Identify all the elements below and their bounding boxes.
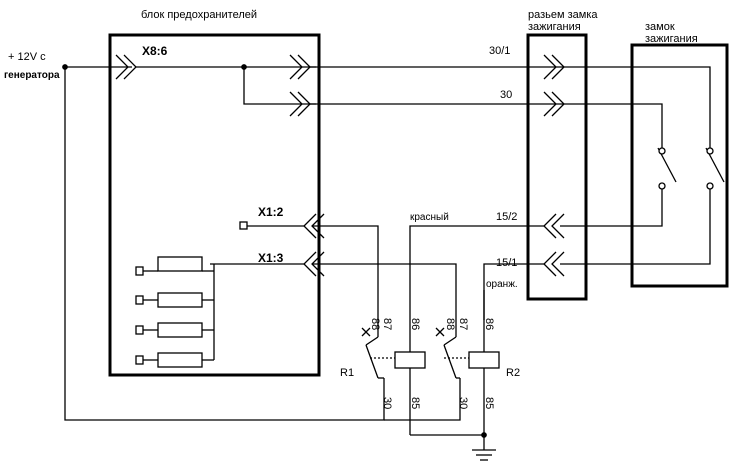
wire-label-30-1: 30/1 bbox=[489, 45, 510, 57]
wire-x1-2-to-r1 bbox=[312, 225, 379, 337]
x8-6-input-chevron bbox=[115, 54, 129, 80]
fuse-block-box bbox=[108, 33, 321, 377]
r2-pin-86: 86 bbox=[483, 318, 495, 330]
relay-r1 bbox=[361, 327, 426, 435]
switch-title-1: замок bbox=[645, 21, 675, 33]
conn-chevron-30-a bbox=[543, 91, 557, 117]
ignition-connector-box bbox=[526, 33, 588, 301]
connector-title-1: разьем замка bbox=[528, 9, 598, 21]
x1-3-label: X1:3 bbox=[258, 251, 284, 265]
fuse-out-chevron-2 bbox=[289, 91, 303, 117]
orange-wire-label: оранж. bbox=[486, 279, 518, 290]
relay-r2 bbox=[435, 327, 500, 450]
wire-label-15-1: 15/1 bbox=[496, 257, 517, 269]
r2-pin-88: 88 bbox=[444, 318, 456, 330]
x8-6-label: X8:6 bbox=[142, 44, 168, 58]
r1-pin-88: 88 bbox=[369, 318, 381, 330]
x1-2-terminal bbox=[239, 221, 248, 230]
fuses bbox=[135, 256, 215, 368]
fuse-out-chevron-1 bbox=[289, 54, 303, 80]
connector-title-2: зажигания bbox=[528, 21, 581, 33]
conn-chevron-15-1 bbox=[543, 251, 557, 277]
wire-15-2 bbox=[409, 225, 544, 357]
r1-pin-87: 87 bbox=[381, 318, 393, 330]
wire-label-15-2: 15/2 bbox=[496, 211, 517, 223]
r2-pin-87: 87 bbox=[457, 318, 469, 330]
source-label-1: + 12V с bbox=[8, 51, 46, 63]
r1-pin-30: 30 bbox=[381, 397, 393, 409]
r2-pin-85: 85 bbox=[483, 397, 495, 409]
wire-x1-3-to-r2 bbox=[312, 263, 457, 337]
fuse-block-title: блок предохранителей bbox=[141, 9, 257, 21]
switch-title-2: зажигания bbox=[645, 33, 698, 45]
wire-label-30: 30 bbox=[500, 89, 512, 101]
conn-chevron-30-1-a bbox=[543, 54, 557, 80]
conn-chevron-15-2 bbox=[543, 213, 557, 239]
source-label-2: генератора bbox=[4, 70, 60, 81]
r1-pin-85: 85 bbox=[409, 397, 421, 409]
r2-pin-30: 30 bbox=[457, 397, 469, 409]
red-wire-label: красный bbox=[410, 212, 449, 223]
x1-2-label: X1:2 bbox=[258, 205, 284, 219]
ground-icon bbox=[472, 449, 496, 461]
wire-15-1 bbox=[483, 263, 544, 357]
relay-r2-label: R2 bbox=[506, 367, 520, 379]
ignition-switch-box bbox=[630, 43, 729, 288]
relay-r1-label: R1 bbox=[340, 367, 354, 379]
ground-return-wire bbox=[64, 67, 385, 421]
r1-pin-86: 86 bbox=[409, 318, 421, 330]
